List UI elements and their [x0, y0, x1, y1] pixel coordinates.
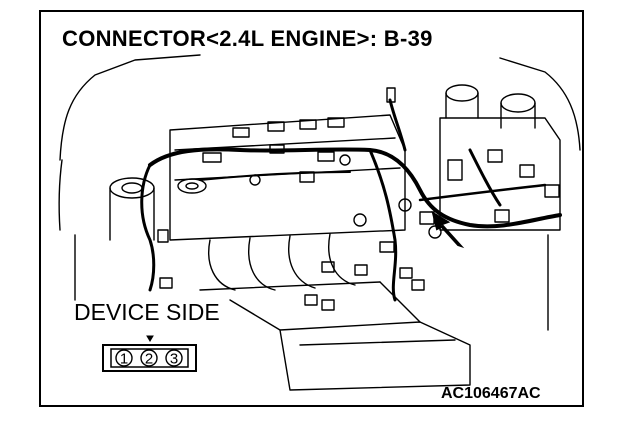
diagram-frame: [39, 10, 584, 407]
wiring-harness-main: [148, 147, 562, 229]
right-fender-line: [499, 57, 581, 151]
pin-2-label: 2: [145, 351, 153, 368]
reservoir-cap-right: [500, 93, 536, 113]
cylinder-head-cover: [169, 114, 406, 241]
diagram-title: CONNECTOR<2.4L ENGINE>: B-39: [62, 26, 433, 51]
connector-a: [202, 152, 222, 163]
left-fender-line: [59, 54, 201, 161]
wiring-harness-left: [140, 163, 156, 292]
pin-3-label: 3: [170, 351, 178, 368]
connector-key-mark: [146, 335, 154, 342]
locator-arrow: [431, 210, 465, 249]
lower-housing: [279, 321, 471, 391]
pin-1-circle: [115, 349, 133, 367]
left-strut-tower: [109, 177, 155, 199]
pin-1-label: 1: [120, 351, 128, 368]
connector-face-b39: 1 2 3: [102, 335, 197, 372]
connector-outline-outer: [102, 344, 197, 372]
reservoir-cap-left: [445, 84, 479, 102]
connector-outline-inner: [110, 348, 189, 368]
intake-runners: [208, 233, 356, 291]
pin-3-circle: [165, 349, 183, 367]
pin-2-circle: [140, 349, 158, 367]
battery-box: [439, 117, 561, 231]
device-side-label: DEVICE SIDE: [74, 299, 220, 325]
figure-id: AC106467AC: [441, 385, 541, 402]
